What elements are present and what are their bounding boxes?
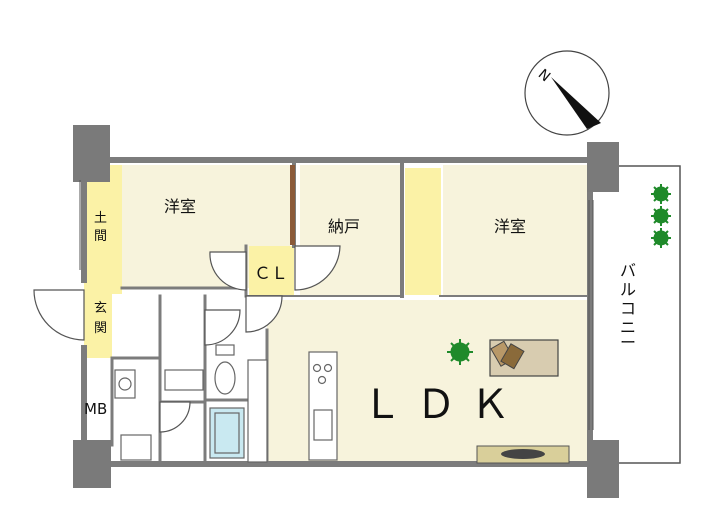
washing-machine-pan [120, 434, 152, 461]
plant-icon [651, 206, 671, 226]
balcony-label-2: ル [620, 280, 636, 299]
washbasin [114, 369, 136, 399]
room-floor-storage-closet [405, 168, 441, 295]
balcony-label-5: ー [620, 333, 636, 352]
entry-label-genkan-2: 関 [94, 321, 107, 336]
entry-label-doma-1: 土 [94, 211, 107, 226]
western-left-door [209, 251, 247, 291]
pillar [73, 125, 110, 182]
furniture [476, 339, 570, 464]
windows [79, 180, 594, 430]
plant-icon [447, 339, 473, 365]
entry-label-doma-2: 間 [94, 229, 107, 244]
room-floor-western-right [443, 165, 588, 295]
pillar [73, 440, 111, 488]
room-floor-closet [249, 246, 294, 296]
entrance-door [33, 289, 85, 341]
doors [33, 245, 341, 433]
pillars [73, 125, 619, 498]
shelf [164, 369, 204, 391]
room-label-storage: 納戸 [328, 217, 360, 236]
compass-icon: N [524, 50, 610, 136]
room-label-mb: MB [84, 400, 107, 418]
pillar [587, 142, 619, 192]
refrigerator-space [247, 359, 268, 463]
closet-door [294, 245, 341, 291]
plant-icon [651, 184, 671, 204]
toilet [215, 344, 235, 356]
room-label-ldk: ＬＤＫ [362, 382, 524, 428]
ldk-door [245, 295, 283, 333]
balcony-label-1: バ [620, 261, 636, 280]
room-label-closet: ＣＬ [254, 264, 288, 284]
pillar [587, 440, 619, 498]
balcony-outline [619, 165, 681, 464]
storage-closet-door [290, 165, 295, 245]
plant-icons [447, 184, 671, 365]
balcony-label-4: ニ [620, 318, 636, 337]
plant-icon [651, 228, 671, 248]
balcony-label-3: コ [620, 299, 636, 318]
washroom-door [159, 401, 191, 433]
fixtures [114, 344, 338, 463]
entry-label-genkan-1: 玄 [94, 301, 107, 316]
room-labels: 洋室 納戸 洋室 ＣＬ ＬＤＫ MB 土 間 玄 関 バ ル コ ニ ー [84, 197, 636, 428]
bathtub [209, 407, 245, 459]
room-label-western-left: 洋室 [164, 197, 196, 216]
toilet-door [204, 309, 241, 346]
room-label-western-right: 洋室 [494, 217, 526, 236]
